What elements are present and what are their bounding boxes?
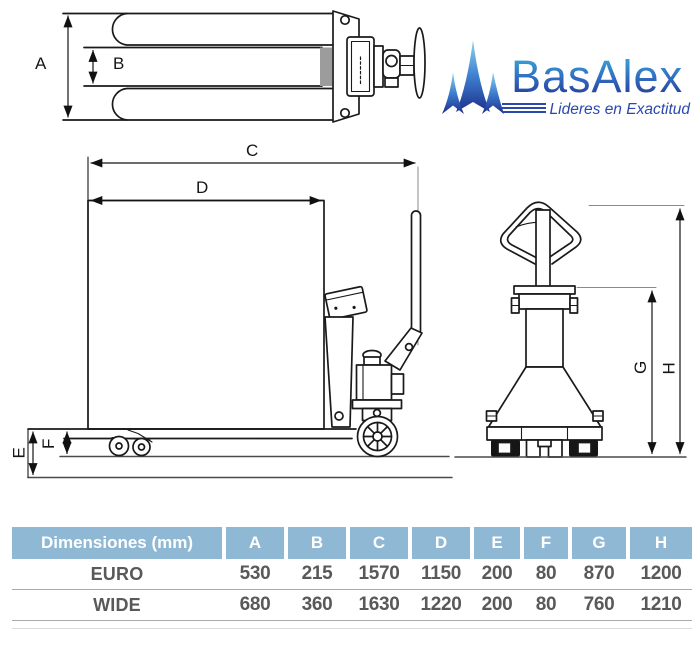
dim-label-f: F <box>39 439 58 449</box>
fork-side <box>27 428 453 479</box>
tiller-mechanism-top <box>373 27 426 99</box>
scale-console <box>324 285 368 321</box>
table-row-wide: WIDE 680 360 1630 1220 200 80 760 1210 <box>12 590 692 621</box>
value-cell: 80 <box>535 563 557 584</box>
header-cell-c: C <box>350 527 408 559</box>
logo-arrows-icon <box>442 40 504 114</box>
header-cell-d: D <box>412 527 470 559</box>
rear-wheels <box>491 439 598 458</box>
mast-side <box>324 316 354 428</box>
value-cell: 1150 <box>420 563 462 584</box>
body-rear <box>485 285 604 441</box>
dim-label-c: C <box>246 141 258 160</box>
value-cell: 1200 <box>640 563 682 584</box>
value-cell: 1210 <box>640 594 682 615</box>
dim-label-e: E <box>10 447 29 458</box>
value-cell: 1220 <box>420 594 462 615</box>
table-row-euro: EURO 530 215 1570 1150 200 80 870 1200 <box>12 559 692 590</box>
logo-tagline-text: Lideres en Exactitud <box>550 101 692 118</box>
front-rollers <box>108 429 153 457</box>
handle-loop <box>499 201 582 289</box>
technical-drawing: A B C D E F <box>10 10 687 479</box>
header-cell-b: B <box>288 527 346 559</box>
side-view: C D E F <box>10 141 453 479</box>
logo-tagline-lines <box>502 103 546 113</box>
dim-label-a: A <box>35 54 47 73</box>
steer-wheel <box>356 415 399 458</box>
value-cell: 360 <box>301 594 333 615</box>
dim-label-g: G <box>631 361 650 374</box>
value-cell: 200 <box>481 594 513 615</box>
table-footer-line <box>12 621 692 629</box>
load-outline <box>87 199 325 430</box>
row-label: WIDE <box>93 594 141 615</box>
table-header-row: Dimensiones (mm) A B C D E F G H <box>12 527 692 559</box>
value-cell: 680 <box>239 594 271 615</box>
header-cell-e: E <box>474 527 520 559</box>
dimensions-table: Dimensiones (mm) A B C D E F G H EURO 53… <box>12 527 692 629</box>
dim-label-b: B <box>113 54 124 73</box>
header-cell-a: A <box>226 527 284 559</box>
scale-display-top <box>346 36 375 97</box>
rear-view: G H <box>454 201 687 458</box>
value-cell: 1570 <box>358 563 400 584</box>
value-cell: 870 <box>583 563 615 584</box>
logo-brand-text: BasAlex <box>511 51 683 102</box>
value-cell: 200 <box>481 563 513 584</box>
dim-label-h: H <box>660 362 679 374</box>
value-cell: 530 <box>239 563 271 584</box>
row-label: EURO <box>90 563 144 584</box>
top-view: A B <box>35 10 426 123</box>
dim-label-d: D <box>196 178 208 197</box>
basalex-logo: BasAlex Lideres en Exactitud <box>442 40 692 118</box>
fork-top <box>62 12 334 121</box>
value-cell: 1630 <box>358 594 400 615</box>
header-cell-g: G <box>572 527 626 559</box>
hydraulic-pump <box>351 349 405 422</box>
value-cell: 215 <box>301 563 333 584</box>
header-cell-f: F <box>524 527 568 559</box>
value-cell: 760 <box>583 594 615 615</box>
header-cell-title: Dimensiones (mm) <box>12 527 222 559</box>
value-cell: 80 <box>535 594 557 615</box>
tiller-handle-side <box>384 210 423 371</box>
header-cell-h: H <box>630 527 692 559</box>
